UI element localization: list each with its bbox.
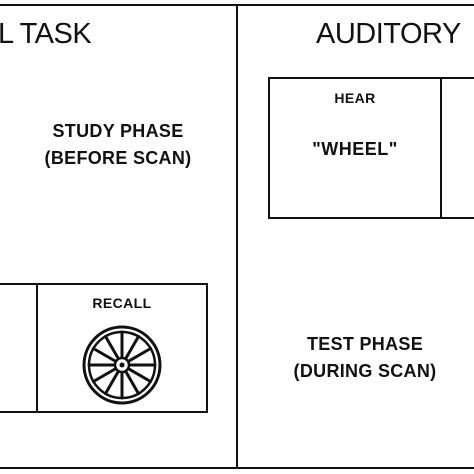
recall-label: RECALL bbox=[92, 295, 152, 311]
right-partial-box bbox=[440, 77, 474, 219]
study-phase-line2: (BEFORE SCAN) bbox=[44, 148, 192, 168]
test-phase-label: TEST PHASE (DURING SCAN) bbox=[250, 331, 474, 385]
left-partial-box bbox=[0, 283, 38, 413]
study-phase-line1: STUDY PHASE bbox=[52, 121, 184, 141]
right-panel-title: AUDITORY bbox=[316, 18, 461, 50]
wagon-wheel-icon bbox=[82, 325, 162, 405]
test-phase-line2: (DURING SCAN) bbox=[293, 361, 437, 381]
recall-box: RECALL bbox=[36, 283, 208, 413]
test-phase-line1: TEST PHASE bbox=[306, 334, 424, 354]
hear-box: HEAR "WHEEL" bbox=[268, 77, 442, 219]
panel-divider bbox=[236, 4, 238, 469]
hear-stimulus-word: "WHEEL" bbox=[312, 139, 398, 159]
left-panel-title: L TASK bbox=[0, 18, 92, 50]
study-phase-label: STUDY PHASE (BEFORE SCAN) bbox=[0, 118, 236, 172]
hear-label: HEAR bbox=[334, 90, 376, 106]
